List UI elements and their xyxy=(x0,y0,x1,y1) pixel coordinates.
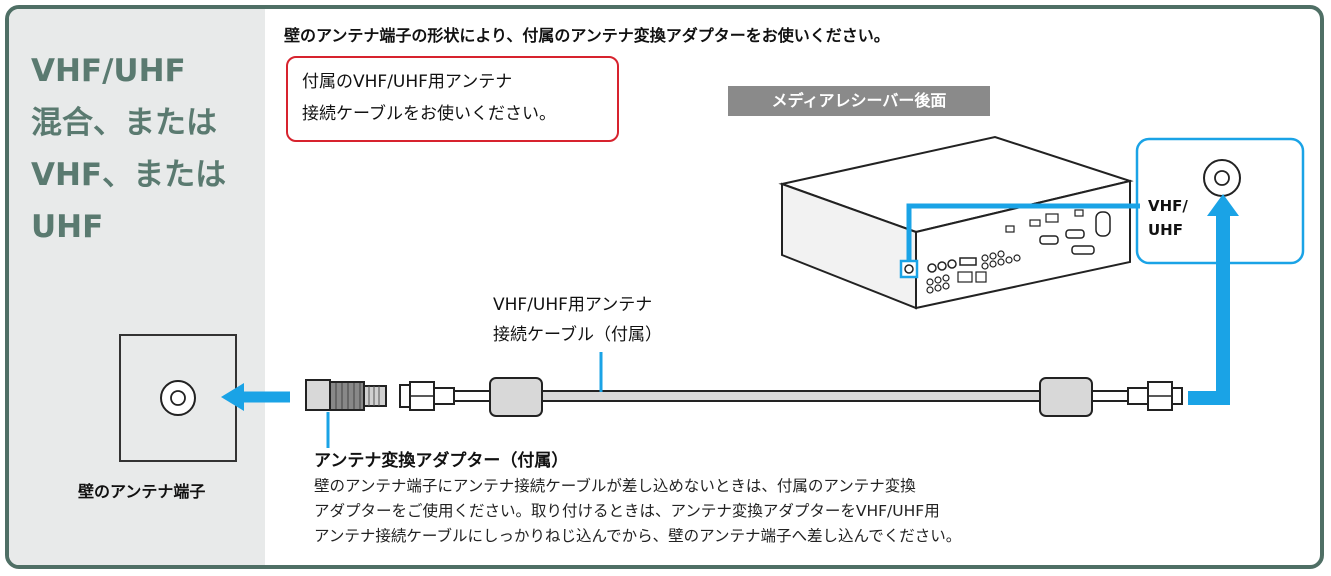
connect-arrowhead-left xyxy=(221,383,244,411)
adapter-desc-line: アンテナ接続ケーブルにしっかりねじ込んでから、壁のアンテナ端子へ差し込んでくださ… xyxy=(314,527,962,545)
callout-line: 付属のVHF/UHF用アンテナ xyxy=(302,72,513,92)
antenna-cable xyxy=(399,377,1183,417)
sidebar-panel: VHF/UHF 混合、または VHF、または UHF xyxy=(9,9,265,565)
media-receiver xyxy=(778,135,1134,310)
port-label-line: VHF/ xyxy=(1148,197,1188,215)
adapter-title: アンテナ変換アダプター（付属） xyxy=(314,451,569,471)
sidebar-title-line: VHF/UHF xyxy=(31,53,186,89)
receiver-rear-label: メディアレシーバー後面 xyxy=(728,86,990,116)
zoom-port-outer xyxy=(1203,159,1241,197)
cable-label: VHF/UHF用アンテナ 接続ケーブル（付属） xyxy=(493,290,662,350)
callout-line: 接続ケーブルをお使いください。 xyxy=(302,104,556,124)
cable-callout: 付属のVHF/UHF用アンテナ 接続ケーブルをお使いください。 xyxy=(286,56,619,142)
port-leader-line xyxy=(906,203,1140,261)
adapter-desc-line: アダプターをご使用ください。取り付けるときは、アンテナ変換アダプターをVHF/U… xyxy=(314,502,940,520)
connect-arrowhead-up xyxy=(1207,194,1239,216)
sidebar-title-line: UHF xyxy=(31,209,104,245)
adapter-description: 壁のアンテナ端子にアンテナ接続ケーブルが差し込めないときは、付属のアンテナ変換 … xyxy=(314,474,961,549)
port-label: VHF/ UHF xyxy=(1148,194,1188,242)
diagram-frame: VHF/UHF 混合、または VHF、または UHF xyxy=(5,5,1324,569)
connect-arrow-right xyxy=(1188,214,1230,405)
cable-label-line: VHF/UHF用アンテナ xyxy=(493,295,653,315)
sidebar-title-line: 混合、または xyxy=(31,105,217,141)
antenna-adapter xyxy=(305,379,387,411)
sidebar-title-line: VHF、または xyxy=(31,157,227,193)
cable-label-line: 接続ケーブル（付属） xyxy=(493,325,662,345)
instruction-text: 壁のアンテナ端子の形状により、付属のアンテナ変換アダプターをお使いください。 xyxy=(284,26,890,45)
port-label-line: UHF xyxy=(1148,221,1183,239)
sidebar-title: VHF/UHF 混合、または VHF、または UHF xyxy=(31,45,226,253)
adapter-desc-line: 壁のアンテナ端子にアンテナ接続ケーブルが差し込めないときは、付属のアンテナ変換 xyxy=(314,477,916,495)
zoom-port-inner xyxy=(1214,170,1230,186)
wall-terminal-label: 壁のアンテナ端子 xyxy=(78,482,206,501)
